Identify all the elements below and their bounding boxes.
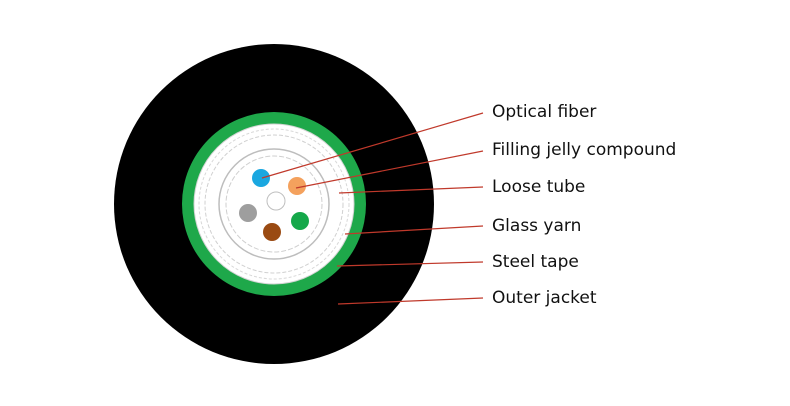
- glass-yarn-thread-1: [198, 128, 350, 280]
- label-steel-tape: Steel tape: [492, 252, 579, 272]
- glass-yarn-thread-2: [204, 134, 344, 274]
- fiber-gray: [239, 204, 257, 222]
- fiber-orange: [288, 177, 306, 195]
- label-loose-tube: Loose tube: [492, 177, 586, 197]
- leader-line-optical-fiber: [261, 112, 484, 179]
- fiber-blue: [252, 169, 270, 187]
- leader-line-loose-tube: [338, 186, 484, 194]
- fiber-brown: [263, 223, 281, 241]
- leader-line-steel-tape: [336, 261, 484, 267]
- label-glass-yarn: Glass yarn: [492, 216, 582, 236]
- label-outer-jacket: Outer jacket: [492, 288, 597, 308]
- leader-line-filling-jelly: [295, 150, 484, 189]
- leader-line-outer-jacket: [337, 297, 484, 305]
- label-optical-fiber: Optical fiber: [492, 102, 597, 122]
- fiber-green: [291, 212, 309, 230]
- center-fiber: [266, 191, 286, 211]
- label-filling-jelly-compound: Filling jelly compound: [492, 140, 677, 160]
- leader-line-glass-yarn: [344, 225, 484, 235]
